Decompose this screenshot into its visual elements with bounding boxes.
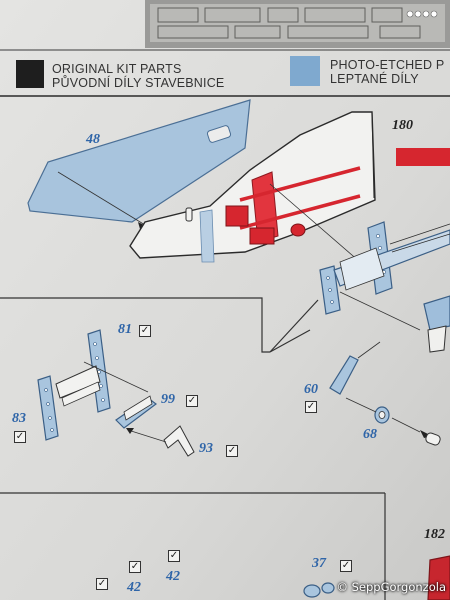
part-number-42-right: 42 [166,569,180,584]
part-48-panel [27,99,251,229]
checkbox-81[interactable]: ✓ [139,325,151,337]
part-number-37: 37 [312,556,326,571]
photo-etched-parts-label-cz: LEPTANÉ DÍLY [330,72,419,86]
checkbox-37[interactable]: ✓ [340,560,352,572]
photo-credit: © SeppGorgonzola [336,580,446,594]
photo-etched-parts-swatch [290,56,320,86]
part-number-81: 81 [118,322,132,337]
checkbox-42-right[interactable]: ✓ [168,550,180,562]
checkbox-83[interactable]: ✓ [14,431,26,443]
original-kit-parts-label: ORIGINAL KIT PARTS PŮVODNÍ DÍLY STAVEBNI… [52,62,224,90]
section-frames [0,297,386,600]
part-number-93: 93 [199,441,213,456]
red-paint-chip [396,148,450,166]
part-number-60: 60 [304,382,318,397]
original-kit-parts-label-cz: PŮVODNÍ DÍLY STAVEBNICE [52,76,225,90]
part-number-68: 68 [363,427,377,442]
part-number-182: 182 [424,527,445,542]
part-number-180: 180 [392,118,413,133]
photo-etched-parts-label-en: PHOTO-ETCHED P [330,58,445,72]
photo-etched-parts-label: PHOTO-ETCHED P LEPTANÉ DÍLY [330,58,444,86]
fuselage-side-part [129,111,376,263]
checkbox-60[interactable]: ✓ [305,401,317,413]
part-number-83: 83 [12,411,26,426]
photo-etch-fret-strip [0,0,450,51]
original-kit-parts-label-en: ORIGINAL KIT PARTS [52,62,182,76]
landing-strut-assembly [37,329,195,457]
original-kit-parts-swatch [16,60,44,88]
part-number-99: 99 [161,392,175,407]
side-frame-assembly [319,221,450,353]
checkbox-93[interactable]: ✓ [226,445,238,457]
checkbox-42-left-b[interactable]: ✓ [96,578,108,590]
checkbox-42-left-a[interactable]: ✓ [129,561,141,573]
wheel-assembly-60-68 [329,341,441,446]
part-number-48: 48 [86,132,100,147]
bottom-partial-parts [303,555,450,600]
part-number-42-left: 42 [127,580,141,595]
checkbox-99[interactable]: ✓ [186,395,198,407]
